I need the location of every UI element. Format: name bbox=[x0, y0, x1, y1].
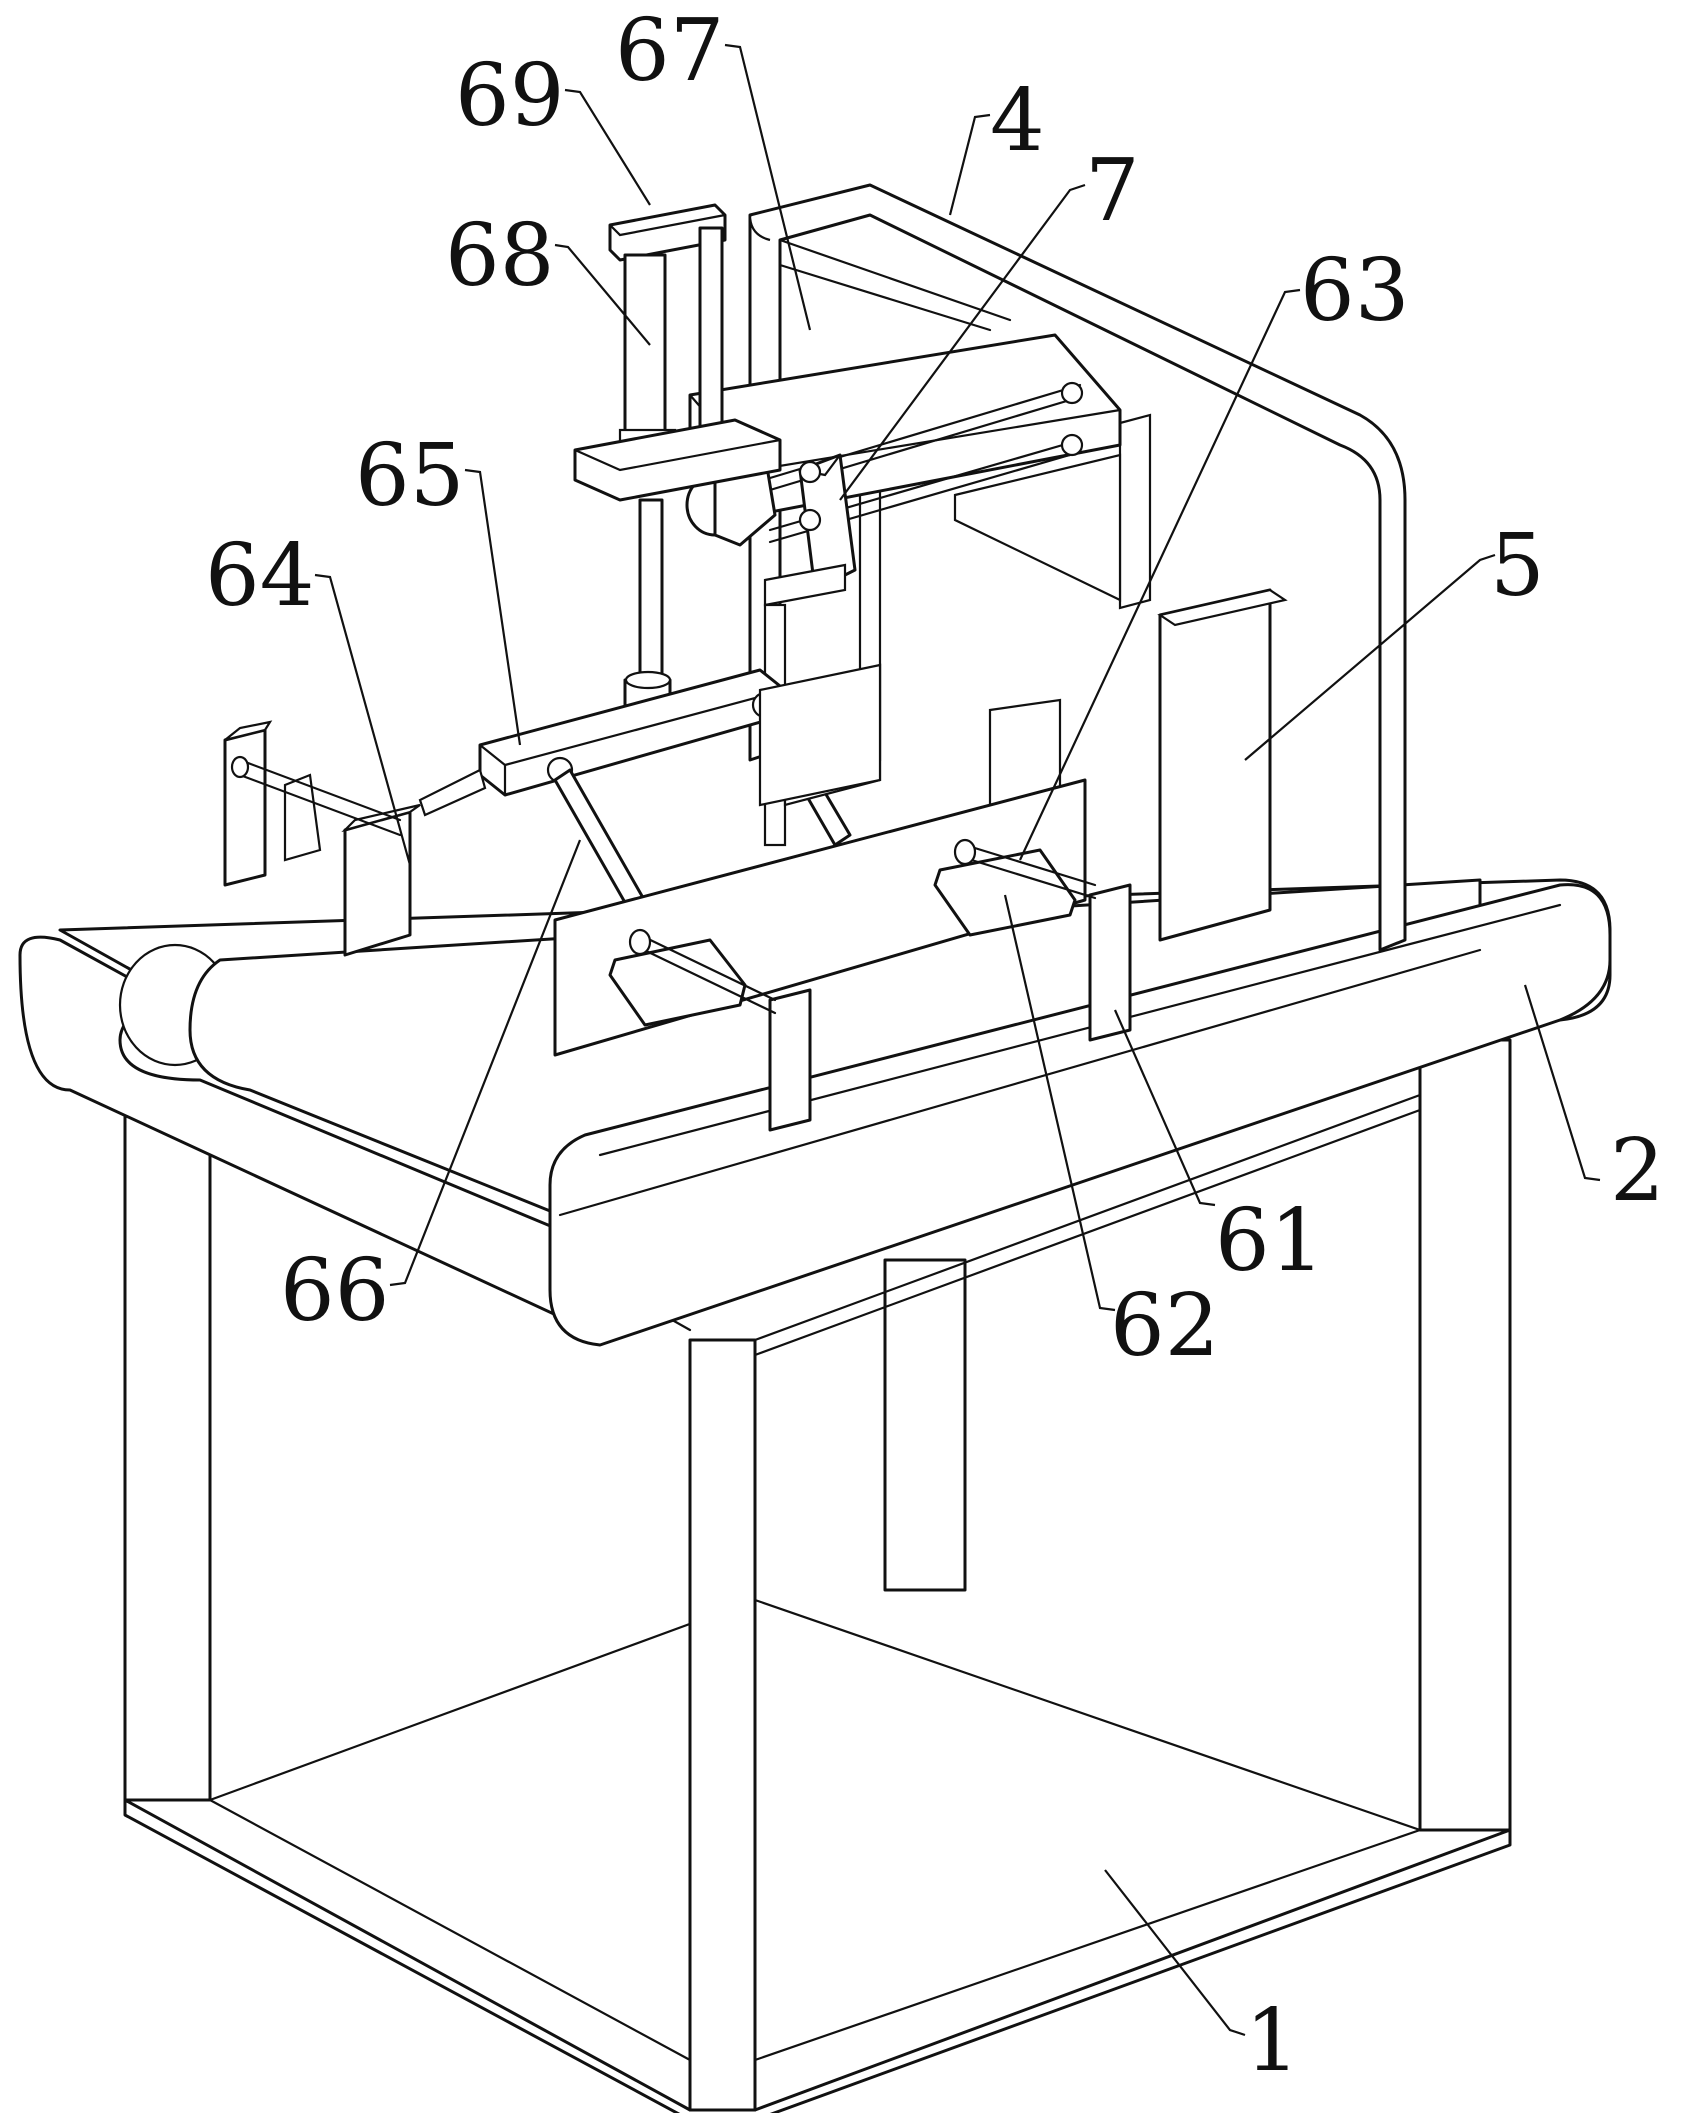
leader-7 bbox=[839, 183, 1086, 501]
label-65: 65 bbox=[355, 426, 464, 526]
label-7: 7 bbox=[1085, 141, 1140, 241]
label-4: 4 bbox=[990, 71, 1045, 171]
leader-65 bbox=[464, 468, 522, 746]
leader-5 bbox=[1244, 553, 1496, 761]
label-2: 2 bbox=[1610, 1121, 1665, 1221]
base-frame bbox=[123, 1038, 1512, 2113]
label-62: 62 bbox=[1110, 1276, 1219, 1376]
leader-66 bbox=[389, 839, 582, 1287]
leader-64 bbox=[314, 573, 412, 866]
leader-61 bbox=[1113, 1009, 1216, 1207]
leader-62 bbox=[1003, 894, 1116, 1312]
reference-labels: 69 67 68 4 7 63 65 64 5 2 61 62 66 1 bbox=[205, 1, 1665, 2091]
label-64: 64 bbox=[205, 526, 314, 626]
label-66: 66 bbox=[280, 1241, 389, 1341]
left-clamp-plate bbox=[223, 720, 421, 957]
leader-68 bbox=[554, 243, 651, 346]
right-clamp-plate bbox=[553, 663, 1132, 1132]
label-61: 61 bbox=[1215, 1191, 1324, 1291]
leader-67 bbox=[724, 43, 812, 331]
leader-4 bbox=[948, 113, 991, 216]
conveyor-table bbox=[18, 878, 1612, 1347]
label-69: 69 bbox=[455, 46, 564, 146]
label-67: 67 bbox=[615, 1, 724, 101]
label-5: 5 bbox=[1490, 516, 1545, 616]
slide-beam bbox=[685, 333, 1122, 607]
leader-2 bbox=[1523, 984, 1601, 1182]
leader-1 bbox=[1104, 1869, 1246, 2037]
leader-63 bbox=[1019, 288, 1301, 861]
leader-69 bbox=[564, 88, 651, 206]
label-68: 68 bbox=[445, 206, 554, 306]
label-63: 63 bbox=[1300, 241, 1409, 341]
leader-lines bbox=[314, 43, 1601, 2037]
label-1: 1 bbox=[1245, 1991, 1300, 2091]
